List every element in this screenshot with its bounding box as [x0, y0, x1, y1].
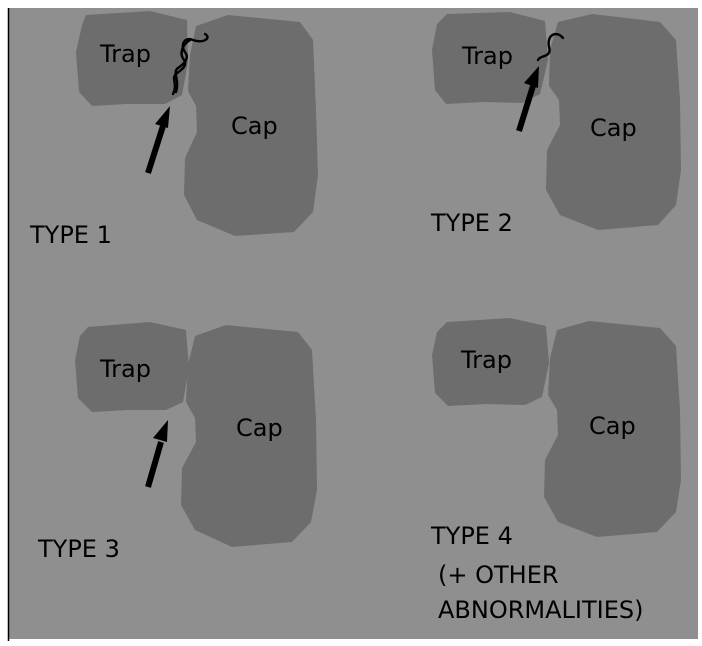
cap-label: Cap: [590, 114, 637, 142]
trap-label: Trap: [461, 42, 513, 70]
panel-type-4: Trap Cap TYPE 4 (+ OTHER ABNORMALITIES): [430, 318, 681, 624]
cap-label: Cap: [589, 412, 636, 440]
arrow-icon: [145, 420, 168, 488]
trapezium-bone: [76, 11, 188, 106]
type-note-line-1: (+ OTHER: [438, 561, 559, 589]
fracture-line-1: [174, 32, 209, 94]
capitate-bone: [184, 15, 318, 236]
trap-label: Trap: [99, 355, 151, 383]
type-label: TYPE 2: [430, 209, 513, 237]
capitate-bone: [181, 325, 317, 547]
arrow-icon: [516, 66, 539, 132]
trapezium-bone: [432, 12, 548, 104]
fracture-line-2: [171, 38, 192, 96]
cap-label: Cap: [236, 414, 283, 442]
capitate-bone: [546, 14, 681, 230]
type-label: TYPE 3: [37, 535, 120, 563]
trap-label: Trap: [460, 346, 512, 374]
panel-type-1: Trap Cap TYPE 1: [29, 11, 318, 249]
type-label: TYPE 4: [430, 522, 513, 550]
panel-type-2: Trap Cap TYPE 2: [430, 12, 681, 237]
type-label: TYPE 1: [29, 221, 112, 249]
fracture-line: [536, 32, 565, 62]
capitate-bone: [544, 321, 681, 537]
panel-type-3: Trap Cap TYPE 3: [37, 322, 317, 563]
trapezium-bone: [432, 318, 549, 406]
trap-label: Trap: [99, 40, 151, 68]
trapezium-bone: [75, 322, 189, 412]
arrow-icon: [145, 106, 170, 174]
type-note-line-2: ABNORMALITIES): [438, 596, 643, 624]
cap-label: Cap: [231, 112, 278, 140]
